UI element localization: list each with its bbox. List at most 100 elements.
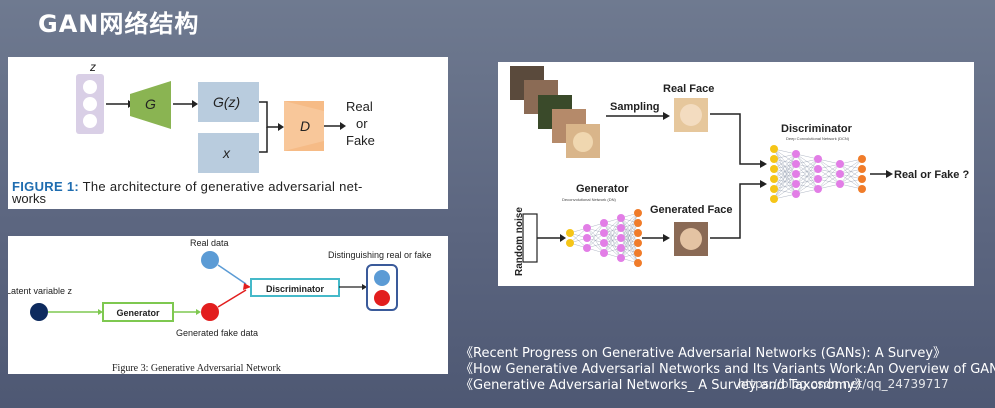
network-edge	[773, 173, 797, 200]
network-node	[566, 239, 574, 247]
network-node	[792, 160, 800, 168]
network-edge	[620, 212, 639, 249]
network-edge	[817, 173, 841, 190]
figure1-caption-text: The architecture of generative adversari…	[79, 179, 363, 194]
network-node	[770, 185, 778, 193]
latent-node	[83, 114, 97, 128]
network-edge	[795, 168, 819, 195]
output-or: or	[356, 116, 368, 131]
network-node	[836, 180, 844, 188]
network-node	[600, 239, 608, 247]
generated-fake-node	[201, 303, 219, 321]
output-fake-node	[374, 290, 390, 306]
figure-gan-architecture: z G G(z) x D Real or Fake FIGURE 1: The …	[8, 57, 448, 209]
network-node	[770, 175, 778, 183]
arrowhead	[760, 160, 767, 168]
latent-variable-label: Latent variable z	[8, 286, 73, 296]
network-node	[634, 219, 642, 227]
network-edge	[817, 163, 841, 190]
network-edge	[620, 232, 639, 259]
network-edge	[773, 153, 797, 200]
reference-list: 《Recent Progress on Generative Adversari…	[460, 346, 995, 394]
network-edge	[620, 222, 639, 259]
network-node	[836, 170, 844, 178]
network-node	[858, 175, 866, 183]
arrowhead	[243, 283, 251, 290]
x-label: x	[222, 145, 231, 161]
network-node	[792, 180, 800, 188]
output-real-node	[374, 270, 390, 286]
gz-box	[198, 82, 259, 122]
network-edge	[603, 227, 622, 254]
network-node	[600, 229, 608, 237]
face-photo-head	[573, 132, 593, 152]
connector-gz	[259, 101, 278, 128]
real-face-head	[680, 104, 702, 126]
figure-gan-flow: Real data Latent variable z Generator Ge…	[6, 236, 448, 374]
figure-face-gan: Sampling Real Face Discriminator Deep Co…	[498, 62, 974, 286]
reference-item: 《Generative Adversarial Networks_ A Surv…	[460, 378, 868, 393]
reference-item: 《Recent Progress on Generative Adversari…	[460, 346, 947, 361]
network-node	[792, 170, 800, 178]
random-noise-box	[522, 213, 538, 263]
network-node	[814, 165, 822, 173]
network-node	[858, 155, 866, 163]
network-node	[814, 155, 822, 163]
discriminator-box-label: Discriminator	[266, 284, 325, 294]
arrowhead	[663, 112, 670, 120]
network-edge	[773, 183, 797, 200]
network-edge	[603, 217, 622, 254]
network-edge	[817, 163, 841, 180]
output-label: Real or Fake ?	[894, 169, 969, 181]
latent-z-node	[30, 303, 48, 321]
network-node	[583, 234, 591, 242]
generator-block	[130, 81, 171, 129]
network-edge	[795, 158, 819, 175]
discriminator-network	[770, 145, 866, 203]
generated-face-label: Generated Face	[650, 204, 733, 216]
network-node	[770, 165, 778, 173]
real-face-label: Real Face	[663, 83, 714, 95]
network-node	[770, 145, 778, 153]
watermark: https://blog.csdn.net/qq_24739717	[738, 377, 949, 391]
arrowhead	[663, 234, 670, 242]
network-node	[770, 155, 778, 163]
arrowhead	[192, 100, 198, 108]
connector-x	[259, 127, 268, 153]
network-node	[634, 229, 642, 237]
network-edge	[839, 158, 863, 175]
network-node	[814, 175, 822, 183]
network-node	[858, 185, 866, 193]
output-fake: Fake	[346, 133, 375, 148]
connector-real-to-disc	[710, 113, 760, 165]
arrowhead	[196, 309, 201, 315]
latent-node	[83, 97, 97, 111]
discriminator-label: Discriminator	[781, 123, 853, 135]
output-real: Real	[346, 99, 373, 114]
network-edge	[839, 168, 863, 185]
network-node	[583, 224, 591, 232]
discriminator-label: D	[300, 118, 310, 134]
network-edge	[586, 222, 605, 249]
discriminator-sublabel: Deep Convolutional Network (DCN)	[786, 136, 850, 141]
figure1-caption: FIGURE 1: The architecture of generative…	[12, 179, 363, 194]
arrowhead	[362, 284, 367, 290]
real-data-node	[201, 251, 219, 269]
z-label: z	[89, 60, 96, 74]
network-node	[583, 244, 591, 252]
arrow-fake-to-disc	[217, 289, 247, 308]
network-edge	[773, 163, 797, 200]
generated-face-head	[680, 228, 702, 250]
real-data-label: Real data	[190, 238, 229, 248]
figure3-caption: Figure 3: Generative Adversarial Network	[112, 363, 281, 374]
network-edge	[795, 158, 819, 185]
arrowhead	[98, 309, 103, 315]
arrowhead	[760, 180, 767, 188]
generator-label: Generator	[576, 183, 629, 195]
network-node	[634, 259, 642, 267]
network-node	[617, 244, 625, 252]
arrowhead	[278, 123, 284, 131]
network-node	[566, 229, 574, 237]
network-node	[792, 150, 800, 158]
arrowhead	[340, 122, 346, 130]
